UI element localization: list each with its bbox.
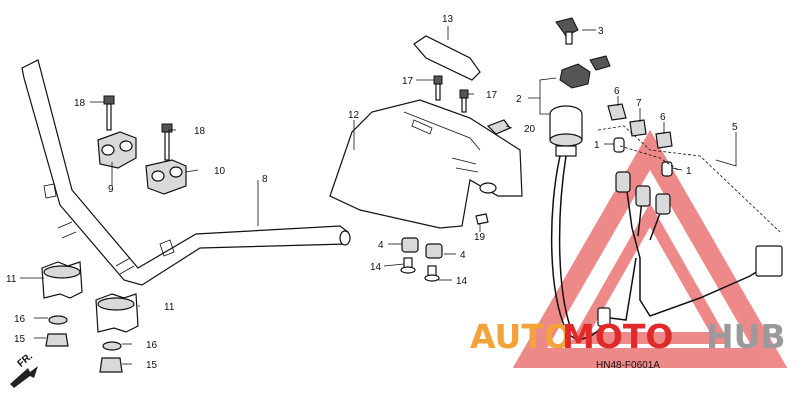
upper-holder-10-part [145,159,187,195]
handlebar-cover-12-part [329,99,523,229]
label-6-right: 6 [660,112,666,123]
label-18-right: 18 [194,126,206,137]
watermark-logo-text: AUTO MOTO HUB [470,317,786,356]
lower-holder-11-right-part [95,293,139,333]
grommet-6-right-part [655,131,673,149]
grommet-4-right-part [425,243,443,259]
label-15-right: 15 [146,360,158,371]
watermark-text-moto: MOTO [562,317,673,356]
label-10: 10 [214,166,226,177]
bolt-17-right-part [459,89,469,113]
part-labels: 18 18 9 10 8 11 11 16 15 16 15 12 13 17 … [6,14,738,371]
grommet-4-left-part [401,237,419,253]
label-8: 8 [262,174,268,185]
label-18-left: 18 [74,98,86,109]
nut-15-right-part [99,357,123,373]
diagram-code: HN48-F0601A [596,360,660,371]
leader-5-bracket [597,125,781,233]
cushion-13-part [413,35,481,81]
bulb-1-left-part [613,137,625,153]
watermark-text-hub: HUB [706,317,786,356]
lower-holder-11-left-part [41,261,83,299]
label-5: 5 [732,122,738,133]
washer-16-left-part [48,315,68,325]
label-4-right: 4 [460,250,466,261]
bolt-18-left-part [103,95,115,131]
label-4-left: 4 [378,240,384,251]
leader-1-bracket [619,145,679,171]
grommet-7-part [629,119,647,137]
upper-holder-9-part [97,131,137,169]
ignition-switch-2-part [549,55,611,157]
clip-19-part [475,213,489,225]
watermark-triangle-logo [512,129,788,368]
leader-lines [20,26,737,365]
bulb-1-right-part [661,161,673,177]
label-7: 7 [636,98,642,109]
label-14-left: 14 [370,262,382,273]
label-11-right: 11 [164,302,175,313]
label-20: 20 [524,124,536,135]
nut-15-left-part [45,333,69,347]
handlebar-part [21,59,351,286]
wire-harness-5-part [550,155,783,340]
watermark-text-auto: AUTO [470,317,572,356]
collar-14-left-part [400,257,416,274]
washer-16-right-part [102,341,122,351]
label-9: 9 [108,184,114,195]
front-direction-label: FR. [16,351,36,370]
key-3-part [555,17,579,45]
label-19: 19 [474,232,486,243]
bolt-17-left-part [433,75,443,101]
clip-20-part [486,119,511,135]
label-1-right: 1 [686,166,692,177]
label-11-left: 11 [6,274,17,285]
label-17-left: 17 [402,76,414,87]
front-direction-arrow-icon [10,366,38,388]
label-15-left: 15 [14,334,26,345]
label-3: 3 [598,26,604,37]
collar-14-right-part [424,265,440,282]
label-1-left: 1 [594,140,600,151]
label-6-left: 6 [614,86,620,97]
grommet-6-left-part [607,103,627,121]
label-12: 12 [348,110,360,121]
label-13: 13 [442,14,454,25]
bolt-18-right-part [161,123,173,161]
label-14-right: 14 [456,276,468,287]
label-2: 2 [516,94,522,105]
label-17-right: 17 [486,90,498,101]
label-16-left: 16 [14,314,26,325]
label-16-right: 16 [146,340,158,351]
